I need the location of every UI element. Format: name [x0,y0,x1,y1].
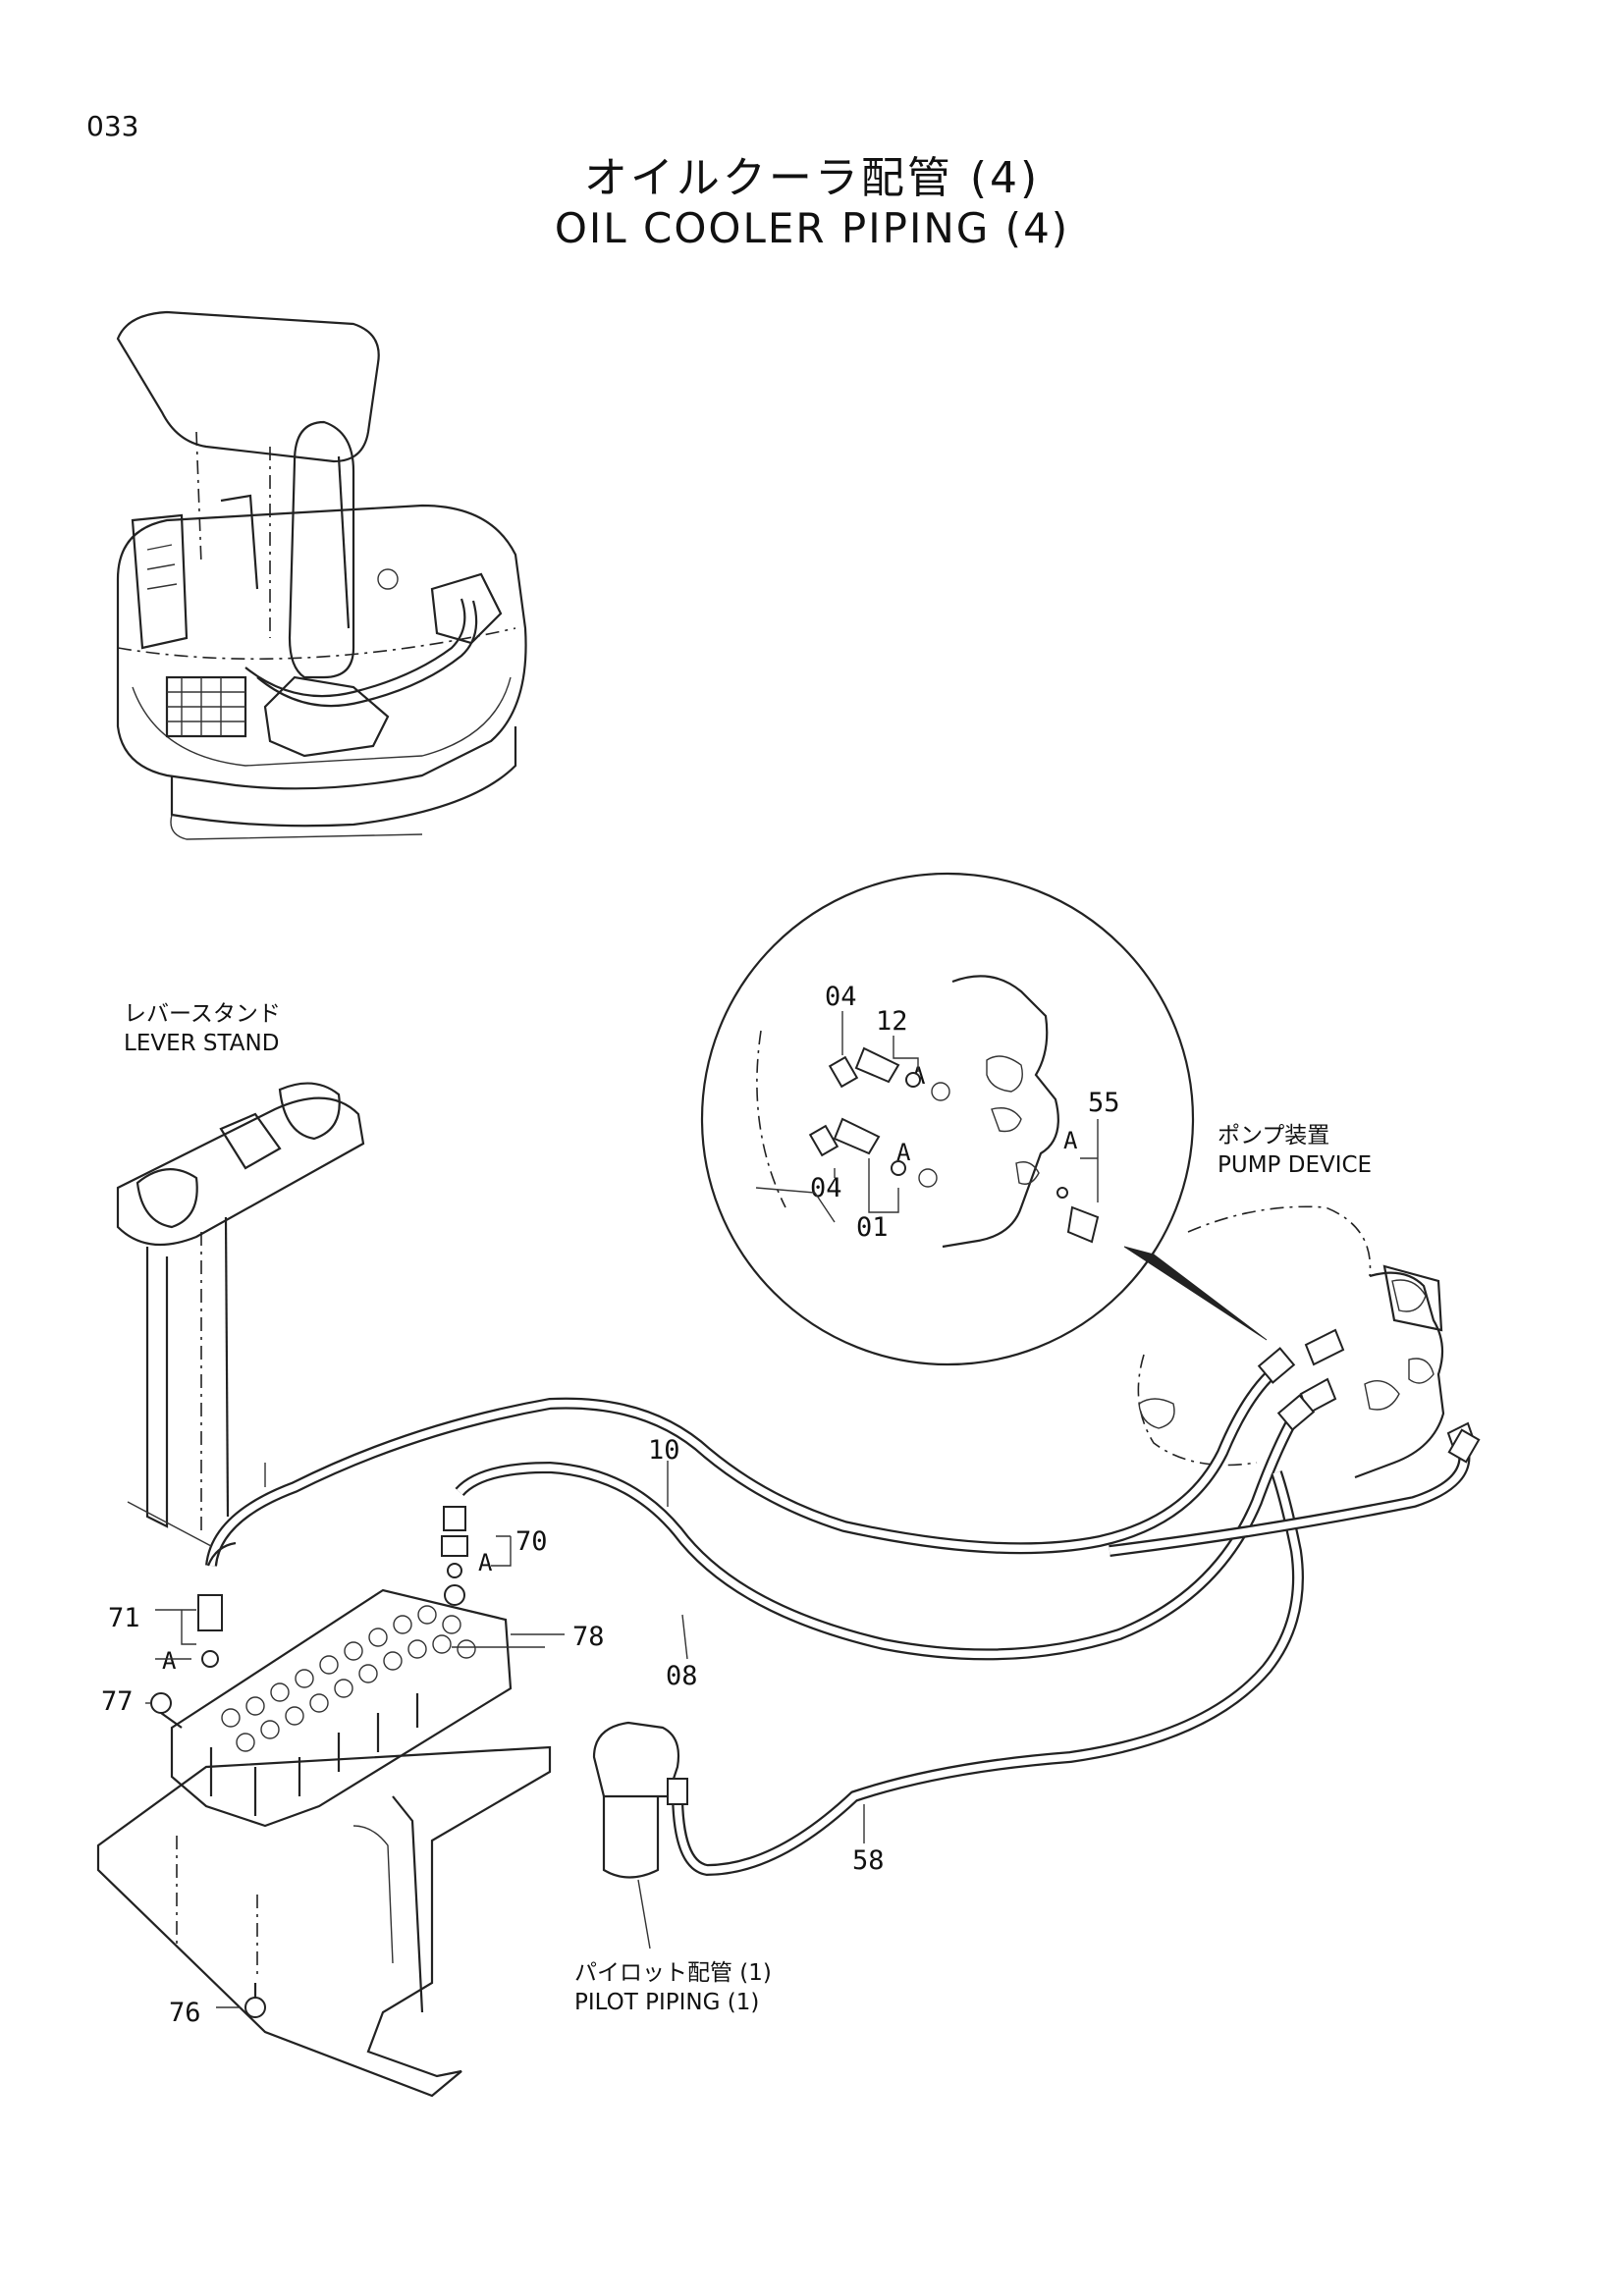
lever-stand-label: レバースタンド LEVER STAND [124,999,281,1058]
part-number-76: 76 [169,1998,201,2028]
pump-fitting-detail-view [700,872,1268,1366]
pump-device-label-en: PUMP DEVICE [1218,1152,1373,1178]
lever-stand-illustration [116,1082,365,1547]
floor-plate [96,1745,552,2098]
part-number-08: 08 [666,1661,698,1691]
lever-stand-label-jp: レバースタンド [124,1001,281,1027]
part-number-04-upper: 04 [825,982,857,1012]
pump-device-label-jp: ポンプ装置 [1218,1123,1330,1148]
pilot-piping-label: パイロット配管 (1) PILOT PIPING (1) [574,1958,772,2017]
part-number-71: 71 [108,1603,140,1633]
pump-device-illustration [1137,1205,1477,1479]
part-number-04-lower: 04 [810,1173,842,1203]
pump-device-label: ポンプ装置 PUMP DEVICE [1218,1121,1372,1180]
part-number-12: 12 [876,1006,908,1037]
page-title-english: OIL COOLER PIPING (4) [554,204,1070,252]
detail-ref-a-4: A [478,1549,493,1576]
machine-overview-illustration [116,310,527,840]
part-number-01: 01 [856,1212,889,1243]
pilot-filter [592,1721,688,1949]
part-number-78: 78 [572,1622,605,1652]
part-number-58: 58 [852,1845,885,1876]
control-valve-78 [145,1506,545,1828]
part-number-55: 55 [1088,1088,1120,1118]
lever-stand-label-en: LEVER STAND [124,1031,280,1056]
part-number-77: 77 [101,1686,134,1717]
detail-ref-a-5: A [162,1647,177,1675]
pilot-piping-label-en: PILOT PIPING (1) [574,1990,760,2015]
page-title-japanese: オイルクーラ配管 (4) [583,153,1041,203]
detail-ref-a-2: A [896,1139,911,1166]
hoses [205,1347,1481,1877]
detail-ref-a-3: A [1063,1127,1078,1154]
page-number: 033 [86,110,139,142]
part-number-70: 70 [515,1526,548,1557]
part-number-10: 10 [648,1435,680,1466]
pilot-piping-label-jp: パイロット配管 (1) [574,1960,772,1986]
